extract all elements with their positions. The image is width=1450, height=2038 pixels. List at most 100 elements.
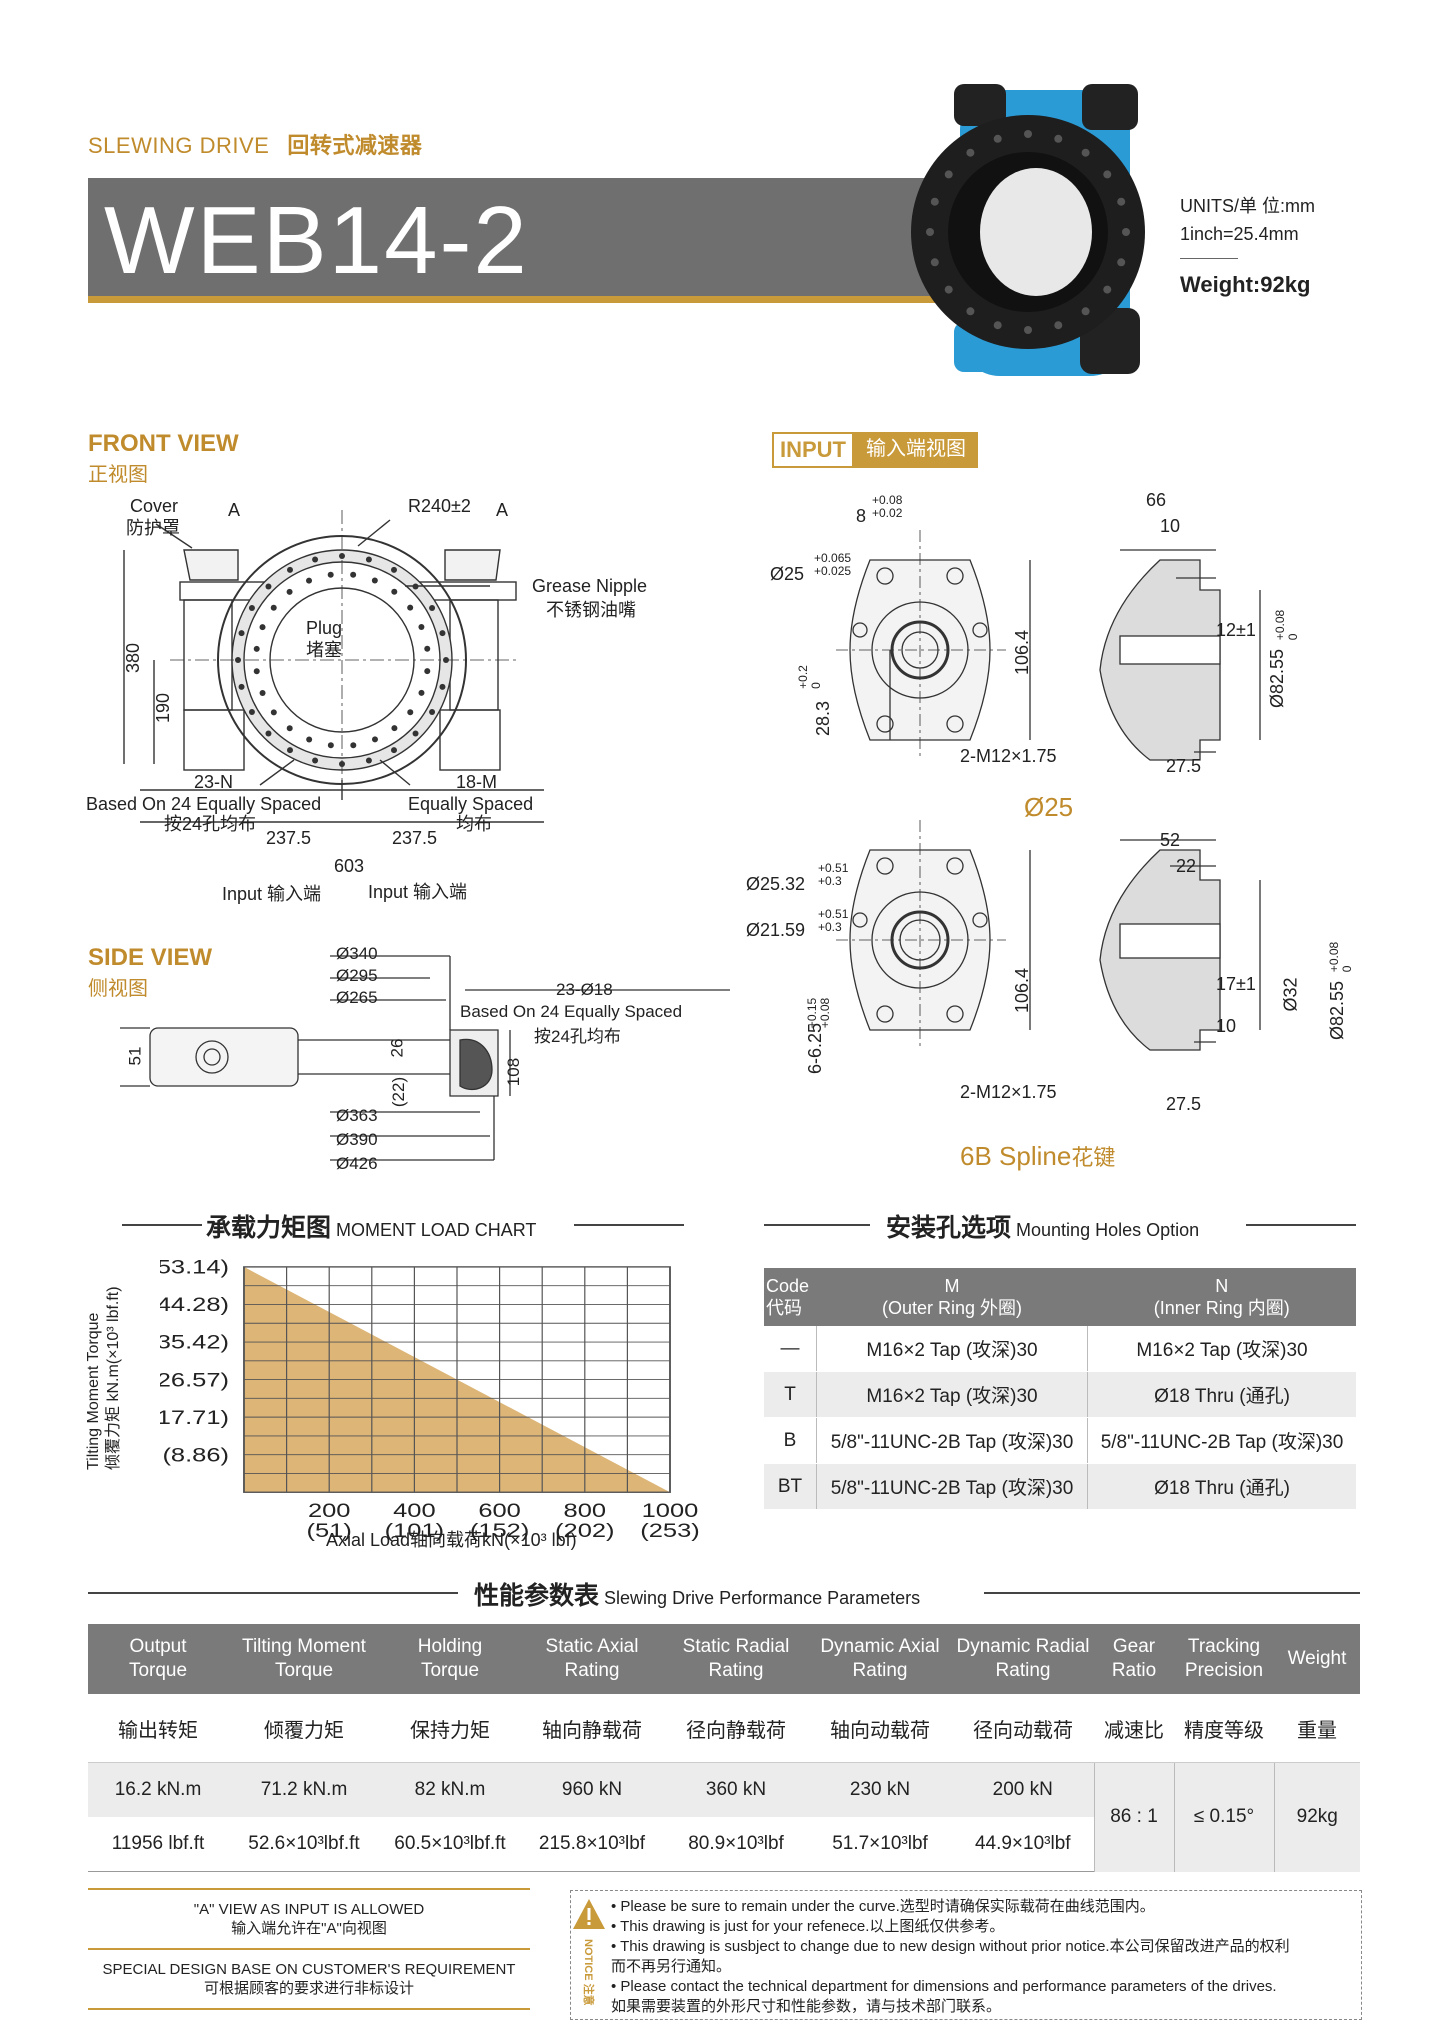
outer-bolt-hole: [238, 683, 245, 690]
photo-bolt: [1081, 307, 1090, 316]
side-view-title: SIDE VIEW: [88, 944, 213, 971]
leader-holes-left: [259, 759, 295, 786]
inner-bolt-hole: [371, 736, 378, 743]
cell-m: 5/8"-11UNC-2B Tap (攻深)30: [816, 1417, 1088, 1464]
bolt-hole: [972, 912, 988, 928]
col-code: Code 代码: [764, 1268, 817, 1326]
cell-metric: 71.2 kN.m: [228, 1762, 380, 1817]
chart-y-title: Tilting Moment Torque 倾覆力矩 kN.m(×10³ lbf…: [84, 1286, 124, 1470]
th-dynamic-radial: Dynamic Radial Rating: [952, 1624, 1094, 1694]
input-tag-en: INPUT: [772, 432, 854, 468]
bore: [980, 168, 1092, 296]
notice-side: NOTICE 注意: [571, 1891, 607, 2019]
front-view-title: FRONT VIEW: [88, 430, 239, 457]
dim-625-tol: +0.15+0.08: [805, 998, 832, 1028]
inner-bolt-hole: [253, 645, 260, 652]
y-tick-label: 48(35.42): [160, 1332, 229, 1353]
bolt-hole: [876, 1005, 894, 1023]
title-bar: [88, 178, 958, 296]
dim-10: 10: [1160, 516, 1181, 536]
footer-rule: [88, 2008, 530, 2010]
tol-up: +0.51: [818, 861, 849, 875]
outer-bolt-hole: [287, 566, 293, 573]
special-cn: 可根据顾客的要求进行非标设计: [203, 1980, 414, 1997]
outer-bolt-hole: [429, 605, 436, 611]
bolt-hole: [946, 567, 964, 585]
units-inch: 1inch=25.4mm: [1180, 224, 1299, 244]
tap-spec-bottom: 2-M12×1.75: [960, 1082, 1057, 1102]
x-tick-sublabel: (51): [307, 1520, 352, 1541]
special-design-note: SPECIAL DESIGN BASE ON CUSTOMER'S REQUIR…: [88, 1950, 530, 2008]
y-tick-label: 36(26.57): [160, 1369, 229, 1390]
photo-bolt: [1054, 134, 1063, 143]
cell-metric: 960 kN: [520, 1762, 664, 1817]
foot-right: [439, 709, 501, 771]
inner-bolt-hole: [371, 577, 378, 584]
cell-metric: 360 kN: [664, 1762, 808, 1817]
x-tick-sublabel: (253): [640, 1520, 699, 1541]
tol-low: +0.3: [818, 920, 842, 934]
dim-d2159-tol: +0.51+0.3: [818, 908, 848, 934]
dim-66: 66: [1146, 490, 1167, 510]
moment-heading-cn: 承载力矩图: [206, 1214, 332, 1242]
holes-left-note: Based On 24 Equally Spaced: [86, 794, 322, 814]
bolt-hole: [946, 715, 964, 733]
heading-rule: [574, 1224, 684, 1226]
bolt-hole: [946, 1005, 964, 1023]
outer-bolt-hole: [439, 683, 446, 690]
x-tick-sublabel: (202): [555, 1520, 614, 1541]
dim-d340: Ø340: [336, 944, 378, 963]
cell-code: T: [764, 1371, 817, 1418]
tap-spec-top: 2-M12×1.75: [960, 746, 1057, 766]
cover-label-cn: 防护罩: [126, 518, 180, 538]
chart-x-title: Axial Load轴向载荷kN(×10³ lbf): [326, 1530, 577, 1550]
header-row: Output Torque Tilting Moment Torque Hold…: [88, 1624, 1360, 1694]
a-view-en: "A" VIEW AS INPUT IS ALLOWED: [193, 1901, 425, 1918]
series-cn: 回转式减速器: [287, 133, 423, 158]
outer-bolt-hole: [265, 583, 272, 590]
dim-d426: Ø426: [336, 1154, 378, 1173]
y-tick-label: 72(53.14): [160, 1258, 229, 1278]
dim-603: 603: [334, 856, 365, 876]
y-title-en: Tilting Moment Torque: [85, 1312, 102, 1470]
inner-bolt-hole: [306, 577, 313, 584]
mounting-heading: 安装孔选项 Mounting Holes Option: [886, 1208, 1199, 1244]
units-mm: UNITS/单 位:mm: [1180, 196, 1315, 216]
inner-bolt-hole: [391, 725, 398, 732]
inner-bolt-hole: [327, 742, 334, 749]
dim-d265: Ø265: [336, 988, 378, 1007]
mounting-holes-table: Code 代码 M (Outer Ring 外圈) N (Inner Ring …: [764, 1268, 1356, 1510]
dim-12: 12±1: [1216, 620, 1256, 640]
header-row-cn: 输出转矩 倾覆力矩 保持力矩 轴向静载荷 径向静载荷 轴向动载荷 径向动载荷 减…: [88, 1694, 1360, 1763]
dim-17: 17±1: [1216, 974, 1256, 994]
photo-bolt: [1024, 326, 1032, 334]
photo-bolt: [966, 148, 975, 157]
th-cn: 径向动载荷: [952, 1694, 1094, 1763]
outer-bolt-hole: [391, 566, 397, 573]
notice-label: NOTICE 注意: [582, 1939, 594, 2006]
th-cn: 减速比: [1094, 1694, 1174, 1763]
th-static-axial: Static Axial Rating: [520, 1624, 664, 1694]
inner-bolt-hole: [391, 588, 398, 595]
dim-d8255-b: Ø82.55: [1327, 980, 1348, 1041]
dim-625: 6-6.25: [805, 1022, 826, 1075]
inner-bolt-hole: [259, 689, 266, 696]
input-tag-cn: 输入端视图: [854, 432, 978, 468]
plug-label: Plug: [306, 618, 343, 638]
input-shaft: [195, 1040, 229, 1074]
dim-283: 28.3: [813, 700, 834, 737]
performance-heading: 性能参数表 Slewing Drive Performance Paramete…: [474, 1576, 920, 1612]
weight-label: Weight:92kg: [1180, 272, 1311, 297]
cell-imperial: 51.7×10³lbf: [808, 1817, 952, 1872]
warning-icon: [573, 1899, 605, 1929]
model-title: WEB14-2: [104, 187, 529, 294]
th-cn: 轴向静载荷: [520, 1694, 664, 1763]
th-weight: Weight: [1274, 1624, 1360, 1694]
dim-275: 27.5: [1166, 756, 1202, 776]
x-tick-sublabel: (152): [470, 1520, 529, 1541]
inner-bolt-hole: [418, 624, 425, 631]
